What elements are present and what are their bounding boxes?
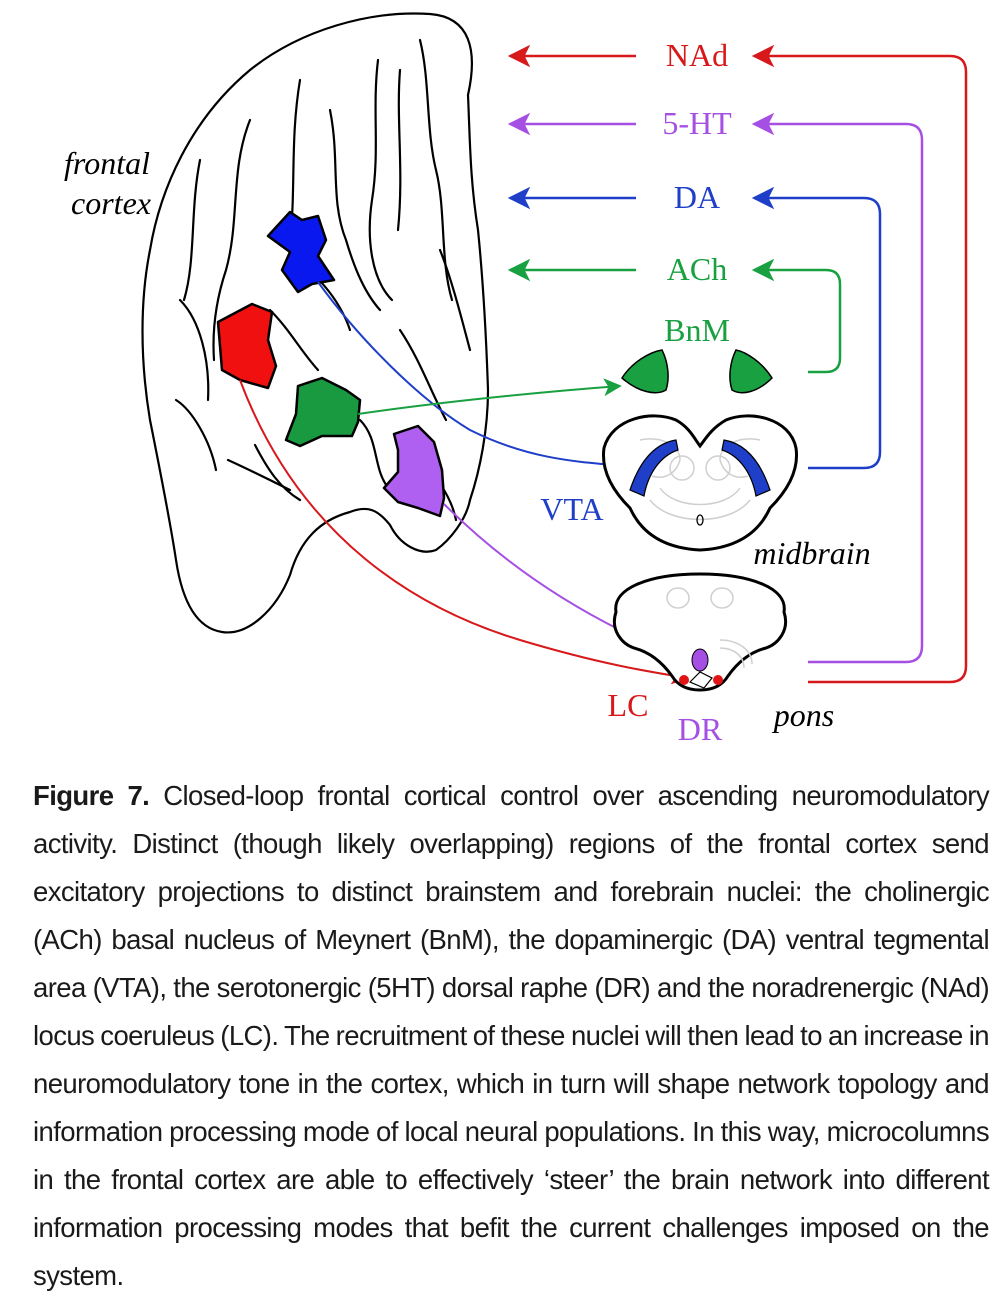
label-ach: ACh [667,251,727,287]
label-dr: DR [678,711,723,747]
label-midbrain: midbrain [753,535,870,571]
cortex-region-green [284,376,362,448]
loop-da [751,186,882,470]
loop-nad [751,44,968,684]
bnm-nucleus-left [621,349,669,394]
caption-label: Figure 7. [33,780,150,811]
label-da: DA [674,179,720,215]
loop-ach [751,258,842,374]
pons-section [613,572,787,692]
label-lc: LC [608,687,649,723]
label-5ht: 5-HT [662,105,732,141]
brain-outer-contour [141,12,490,634]
neuromodulation-diagram: frontal cortex NAd 5-HT DA ACh BnM VTA m… [64,12,968,747]
projection-red-to-lc [239,379,690,685]
cortex-region-red [216,302,278,390]
label-vta: VTA [540,491,603,527]
lc-nucleus-right [713,675,723,685]
cortex-region-purple [382,424,446,518]
cortex-region-blue [266,210,336,294]
brain-outline [141,12,490,634]
bnm-nucleus-right [729,349,773,394]
label-frontal: frontal [64,145,150,181]
label-pons: pons [772,697,834,733]
dr-nucleus [691,648,709,672]
midbrain-section [602,414,798,552]
projection-blue-to-vta [317,281,628,474]
vta-nucleus-left [629,439,679,497]
vta-nucleus-right [721,439,771,497]
label-bnm: BnM [664,312,730,348]
figure-caption: Figure 7. Closed-loop frontal cortical c… [33,772,990,1300]
loop-5ht [751,112,924,664]
label-nad: NAd [666,37,728,73]
caption-text: Closed-loop frontal cortical control ove… [33,780,990,1291]
lc-nucleus-left [679,675,689,685]
label-cortex: cortex [71,185,151,221]
projection-green-to-bnm [357,378,622,415]
